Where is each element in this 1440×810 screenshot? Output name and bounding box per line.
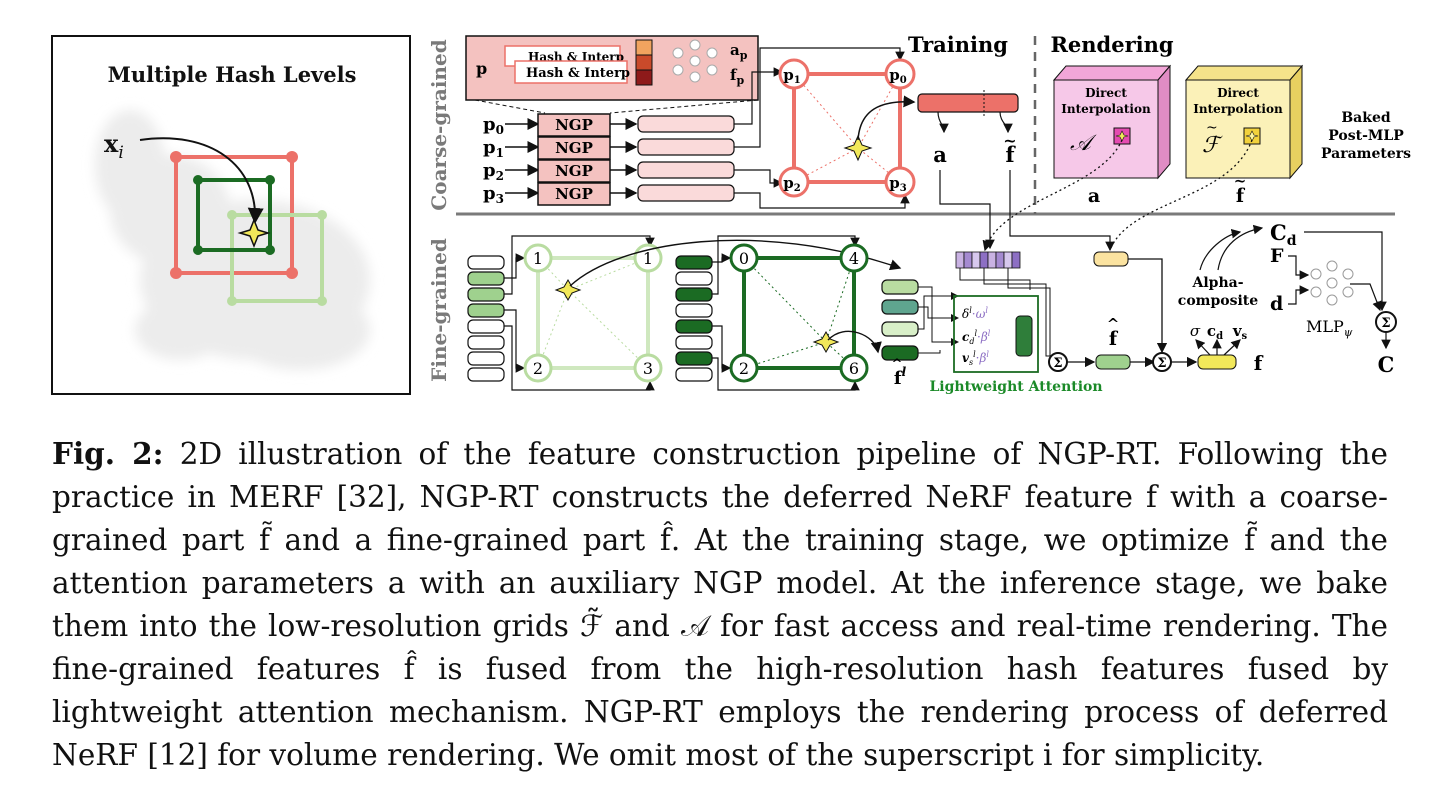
pipeline-figure: Multiple Hash Levels xi Coarse-grained F… xyxy=(51,32,1411,395)
fine-hash-square-light xyxy=(230,213,324,303)
training-stage: Training a f ~ xyxy=(908,32,1115,252)
fine-feature-fhat xyxy=(1095,354,1131,370)
svg-text:4: 4 xyxy=(849,249,859,268)
svg-text:Direct: Direct xyxy=(1085,86,1127,100)
svg-text:~: ~ xyxy=(1234,172,1247,190)
svg-text:2: 2 xyxy=(533,359,543,378)
fine-feature-stack-1 xyxy=(467,255,505,382)
bunny-silhouette xyxy=(95,110,370,370)
svg-text:1: 1 xyxy=(533,249,543,268)
svg-text:a: a xyxy=(1088,185,1100,207)
svg-text:Interpolation: Interpolation xyxy=(1061,102,1151,116)
svg-text:cdl·βl: cdl·βl xyxy=(962,329,991,346)
final-color-label: C xyxy=(1378,352,1395,377)
svg-text:Σ: Σ xyxy=(1381,316,1390,331)
svg-text:~: ~ xyxy=(1206,120,1218,136)
svg-text:1: 1 xyxy=(643,249,653,268)
svg-text:p3: p3 xyxy=(483,183,504,206)
svg-text:Direct: Direct xyxy=(1217,86,1259,100)
coarse-interp-square: p1 p0 p2 p3 xyxy=(778,58,916,198)
svg-text:0: 0 xyxy=(739,249,749,268)
svg-text:3: 3 xyxy=(643,359,653,378)
svg-text:fp: fp xyxy=(730,66,744,87)
coarse-grained-label: Coarse-grained xyxy=(427,39,451,210)
ngp-block-label: NGP xyxy=(555,116,593,134)
cube-a: Direct Interpolation 𝒜 a xyxy=(1052,64,1172,207)
svg-text:σ: σ xyxy=(1190,322,1201,340)
hash-interp-label: Hash & Interp xyxy=(526,66,630,81)
coarse-interp-star xyxy=(843,134,873,162)
svg-text:vs: vs xyxy=(1232,322,1248,342)
ngp-block-label: NGP xyxy=(555,162,593,180)
coarse-feature-vector xyxy=(917,93,1019,113)
lightweight-attention-label: Lightweight Attention xyxy=(929,379,1102,395)
final-feature-f xyxy=(1197,354,1237,370)
svg-text:p: p xyxy=(476,59,487,78)
svg-text:composite: composite xyxy=(1178,293,1258,309)
svg-text:Post-MLP: Post-MLP xyxy=(1328,128,1404,144)
rendering-stage: Rendering Direct Interpolation 𝒜 a Direc… xyxy=(982,32,1411,252)
svg-text:^: ^ xyxy=(1107,315,1120,333)
lightweight-attention: δl·ωl cdl·βl vsl·βl Lightweight Attentio… xyxy=(918,251,1103,395)
mlp-icon xyxy=(1310,260,1354,306)
mlp-label: MLPψ xyxy=(1306,317,1353,339)
baked-params-label: Baked Post-MLP Parameters xyxy=(1321,110,1411,162)
svg-text:F: F xyxy=(1270,245,1284,267)
sample-point-label: xi xyxy=(104,129,124,163)
svg-text:Σ: Σ xyxy=(1053,356,1062,371)
svg-text:p2: p2 xyxy=(783,174,801,194)
fine-interp-square-2: 0 4 2 6 xyxy=(729,243,882,383)
mini-mlp-icon xyxy=(672,39,718,83)
svg-text:6: 6 xyxy=(849,359,859,378)
svg-text:Baked: Baked xyxy=(1341,110,1391,126)
rendering-label: Rendering xyxy=(1050,32,1173,57)
fine-grained-label: Fine-grained xyxy=(427,238,451,382)
svg-text:Parameters: Parameters xyxy=(1321,146,1411,162)
coarse-feature-ftilde xyxy=(1093,251,1129,267)
svg-text:ℱ: ℱ xyxy=(1202,133,1223,158)
svg-text:f: f xyxy=(1109,328,1119,350)
svg-text:Cd: Cd xyxy=(1270,220,1297,249)
svg-text:~: ~ xyxy=(1003,131,1016,150)
svg-text:p3: p3 xyxy=(889,174,907,194)
left-panel: Multiple Hash Levels xi xyxy=(51,35,411,395)
svg-text:Interpolation: Interpolation xyxy=(1193,102,1283,116)
coarse-ngp-stack: p0 p1 p2 p3 NGP NGP NGP NGP xyxy=(483,47,910,209)
svg-text:f: f xyxy=(1005,142,1016,167)
fine-feature-stack-2 xyxy=(675,255,713,382)
fusion-path: Σ f ^ Σ f xyxy=(1048,251,1264,375)
deferred-rendering: Alpha- composite σ cd vs Cd F d MLPψ Σ C xyxy=(1178,220,1397,377)
ngp-block-label: NGP xyxy=(555,185,593,203)
training-label: Training xyxy=(908,32,1008,57)
svg-text:^: ^ xyxy=(892,357,903,372)
hash-interp-inset: p Hash & Interp Hash & Interp ap fp xyxy=(465,35,759,114)
left-panel-title: Multiple Hash Levels xyxy=(108,62,357,87)
svg-text:f: f xyxy=(1236,185,1246,207)
svg-text:vsl·βl: vsl·βl xyxy=(962,350,989,367)
caption-label: Fig. 2: xyxy=(52,436,164,471)
svg-text:a: a xyxy=(933,142,947,167)
svg-text:ap: ap xyxy=(730,41,748,62)
sample-point-star xyxy=(237,217,271,249)
svg-text:p0: p0 xyxy=(889,66,907,86)
svg-text:Σ: Σ xyxy=(1157,356,1166,371)
cube-f: Direct Interpolation ℱ ~ f ~ xyxy=(1184,64,1304,207)
svg-text:Alpha-: Alpha- xyxy=(1191,275,1243,291)
svg-text:p2: p2 xyxy=(483,160,504,183)
svg-text:δl·ωl: δl·ωl xyxy=(962,306,988,321)
ngp-block-label: NGP xyxy=(555,139,593,157)
svg-text:d: d xyxy=(1270,293,1283,315)
svg-text:p1: p1 xyxy=(483,137,504,160)
svg-text:f: f xyxy=(1254,351,1264,375)
svg-text:p0: p0 xyxy=(483,114,504,137)
svg-text:2: 2 xyxy=(739,359,749,378)
caption-text: 2D illustration of the feature construct… xyxy=(52,437,1388,772)
per-level-features xyxy=(881,279,919,361)
svg-text:p1: p1 xyxy=(783,66,800,86)
fine-hash-square-dark xyxy=(196,178,272,252)
per-level-feature-label: fl xyxy=(894,365,907,389)
svg-text:cd: cd xyxy=(1207,322,1223,342)
figure-caption: Fig. 2: 2D illustration of the feature c… xyxy=(52,432,1388,777)
